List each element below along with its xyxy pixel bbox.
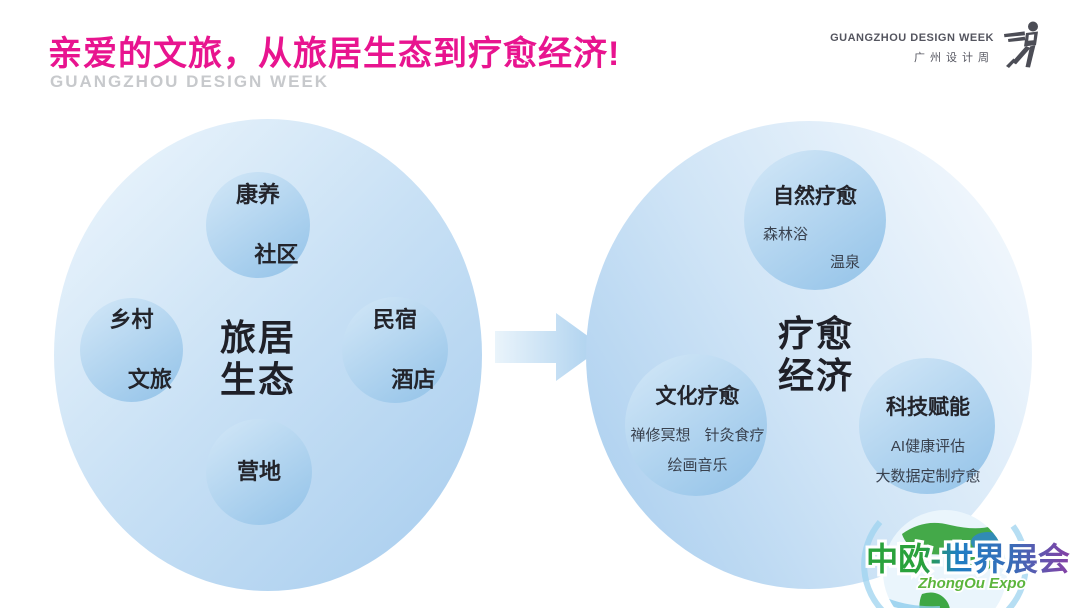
satellite-title: 科技赋能 — [886, 396, 970, 419]
nature-healing-text: 自然疗愈 森林浴 温泉 — [730, 180, 900, 272]
satellite-label: 乡村 — [109, 307, 154, 333]
brand-block: GUANGZHOU DESIGN WEEK 广州设计周 — [830, 32, 994, 65]
expo-logo-subtext: ZhongOu Expo — [917, 575, 1025, 592]
arrow-right-icon — [495, 313, 603, 381]
satellite-label: 营地 — [236, 459, 281, 485]
satellite-campsite: 营地 — [206, 419, 312, 525]
brand-name-en: GUANGZHOU DESIGN WEEK — [830, 32, 994, 44]
culture-healing-text: 文化疗愈 禅修冥想 针灸食疗 绘画音乐 — [610, 380, 785, 475]
expo-logo-text: 中欧-世界展会 — [866, 541, 1070, 577]
satellite-rural-tourism: 乡村 文旅 — [80, 298, 183, 402]
left-circle-title: 旅居 生态 — [219, 317, 296, 401]
satellite-tech-empowerment — [859, 358, 995, 494]
expo-logo: 中欧-世界展会 ZhongOu Expo — [861, 510, 1073, 608]
satellite-label: 民宿 — [372, 307, 417, 333]
satellite-label: 康养 — [235, 182, 280, 208]
satellite-nature-healing — [744, 150, 886, 290]
globe-icon — [861, 510, 1029, 608]
runner-logo-icon — [1004, 21, 1038, 68]
satellite-title: 文化疗愈 — [655, 385, 740, 408]
tech-empowerment-text: 科技赋能 AI健康评估 大数据定制疗愈 — [843, 391, 1013, 486]
satellite-culture-healing — [625, 354, 767, 496]
brand-name-cn: 广州设计周 — [914, 52, 994, 64]
page-subtitle: GUANGZHOU DESIGN WEEK — [50, 72, 330, 91]
satellite-title: 自然疗愈 — [773, 185, 857, 208]
satellite-homestay-hotel: 民宿 酒店 — [342, 297, 448, 403]
right-circle-title: 疗愈 经济 — [777, 313, 854, 397]
page-title: 亲爱的文旅，从旅居生态到疗愈经济! — [48, 35, 621, 73]
satellite-wellness-community: 康养 社区 — [206, 172, 310, 278]
